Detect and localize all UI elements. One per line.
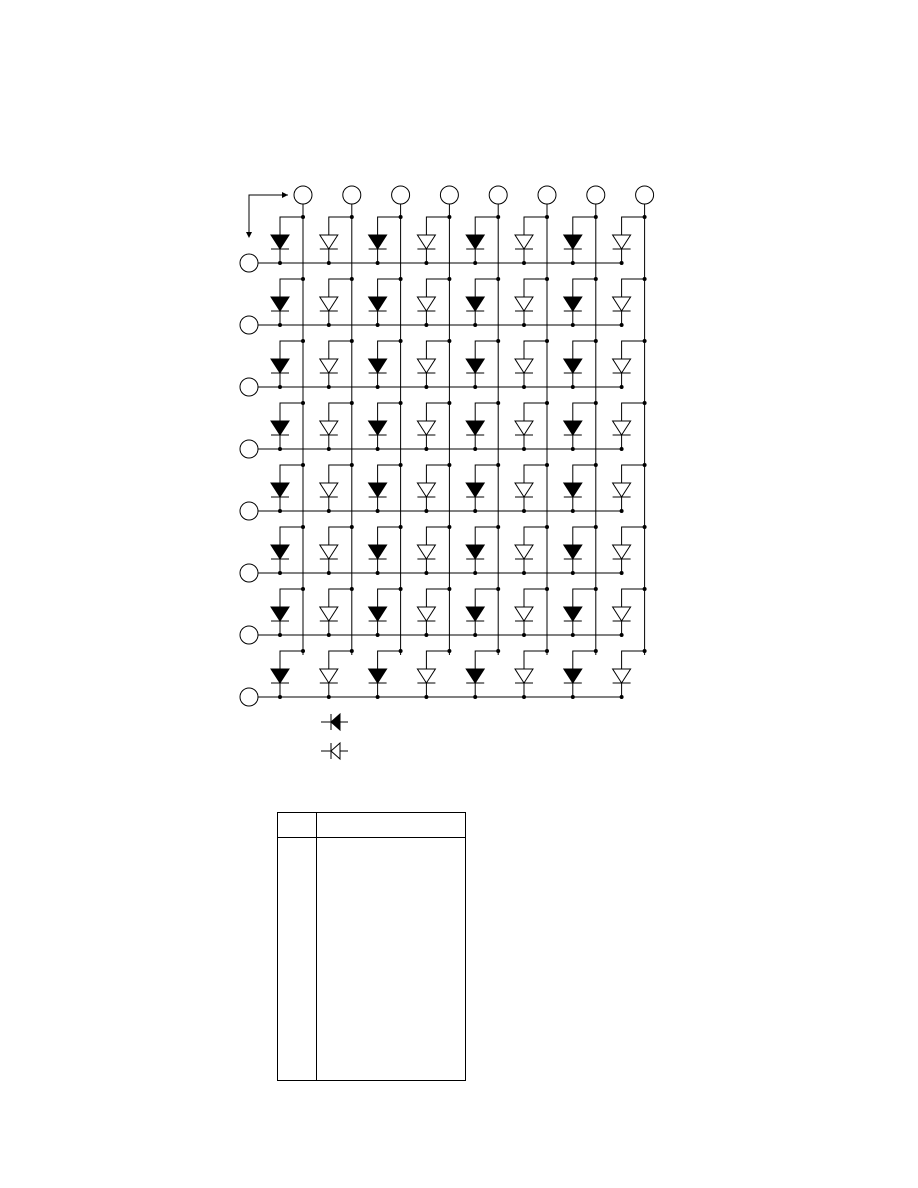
column-pin-2 (342, 185, 362, 205)
row-pin-3 (239, 377, 259, 397)
led-r6-c3 (367, 525, 403, 575)
led-r1-c7 (562, 215, 598, 265)
led-r7-c7 (562, 587, 598, 637)
led-r2-c6 (514, 277, 549, 327)
column-pin-8 (635, 185, 655, 205)
pin-table-header-row (277, 812, 466, 838)
led-r3-c1 (270, 339, 305, 389)
led-r7-c8 (611, 587, 647, 637)
led-r1-c2 (318, 215, 354, 265)
led-r8-c8 (611, 649, 647, 699)
column-pin-1 (293, 185, 313, 205)
led-r1-c8 (611, 215, 647, 265)
led-r7-c1 (270, 587, 305, 637)
filled-diode-icon (321, 712, 348, 732)
column-pin-7 (586, 185, 606, 205)
pin-table (277, 812, 466, 1081)
pin-table-body-row (277, 837, 466, 1081)
led-r2-c4 (416, 277, 452, 327)
led-r7-c6 (514, 587, 549, 637)
led-r8-c7 (562, 649, 598, 699)
led-r2-c2 (318, 277, 354, 327)
led-r3-c2 (318, 339, 354, 389)
led-r1-c1 (270, 215, 305, 265)
led-r2-c7 (562, 277, 598, 327)
led-r7-c5 (465, 587, 501, 637)
scan-direction-arrow (246, 192, 288, 238)
led-r6-c1 (270, 525, 305, 575)
led-r5-c7 (562, 463, 598, 513)
led-r6-c6 (514, 525, 549, 575)
row-pin-2 (239, 315, 259, 335)
column-pin-6 (537, 185, 557, 205)
led-r5-c2 (318, 463, 354, 513)
led-r8-c3 (367, 649, 403, 699)
led-matrix-schematic (239, 185, 655, 761)
row-pin-7 (239, 625, 259, 645)
led-r7-c4 (416, 587, 452, 637)
led-r4-c7 (562, 401, 598, 451)
led-r1-c6 (514, 215, 549, 265)
led-r7-c2 (318, 587, 354, 637)
led-r8-c2 (318, 649, 354, 699)
led-r8-c4 (416, 649, 452, 699)
led-r4-c2 (318, 401, 354, 451)
led-r3-c6 (514, 339, 549, 389)
led-r4-c6 (514, 401, 549, 451)
led-r2-c1 (270, 277, 305, 327)
led-r3-c3 (367, 339, 403, 389)
led-r7-c3 (367, 587, 403, 637)
led-r4-c1 (270, 401, 305, 451)
column-pin-5 (488, 185, 508, 205)
led-r3-c4 (416, 339, 452, 389)
led-r8-c6 (514, 649, 549, 699)
led-r5-c4 (416, 463, 452, 513)
led-r1-c4 (416, 215, 452, 265)
led-r6-c7 (562, 525, 598, 575)
led-r5-c3 (367, 463, 403, 513)
led-r6-c4 (416, 525, 452, 575)
row-pin-5 (239, 501, 259, 521)
row-pin-4 (239, 439, 259, 459)
column-pin-3 (391, 185, 411, 205)
row-pin-8 (239, 687, 259, 707)
led-r3-c5 (465, 339, 501, 389)
led-r3-c7 (562, 339, 598, 389)
led-r3-c8 (611, 339, 647, 389)
led-r6-c5 (465, 525, 501, 575)
led-r4-c4 (416, 401, 452, 451)
led-r6-c2 (318, 525, 354, 575)
column-pin-4 (439, 185, 459, 205)
led-r6-c8 (611, 525, 647, 575)
led-r1-c3 (367, 215, 403, 265)
led-r4-c8 (611, 401, 647, 451)
pin-table-function-cell (316, 837, 466, 1081)
pin-table-header-function (316, 812, 466, 838)
led-r8-c1 (270, 649, 305, 699)
led-r4-c3 (367, 401, 403, 451)
pin-table-header-pin (277, 812, 317, 838)
led-r8-c5 (465, 649, 501, 699)
hollow-diode-icon (321, 741, 348, 761)
led-r1-c5 (465, 215, 501, 265)
led-r4-c5 (465, 401, 501, 451)
led-r5-c5 (465, 463, 501, 513)
row-pin-1 (239, 253, 259, 273)
led-r5-c8 (611, 463, 647, 513)
led-r5-c6 (514, 463, 549, 513)
led-r5-c1 (270, 463, 305, 513)
led-r2-c5 (465, 277, 501, 327)
led-r2-c8 (611, 277, 647, 327)
row-pin-6 (239, 563, 259, 583)
led-r2-c3 (367, 277, 403, 327)
pin-table-pin-cell (277, 837, 317, 1081)
